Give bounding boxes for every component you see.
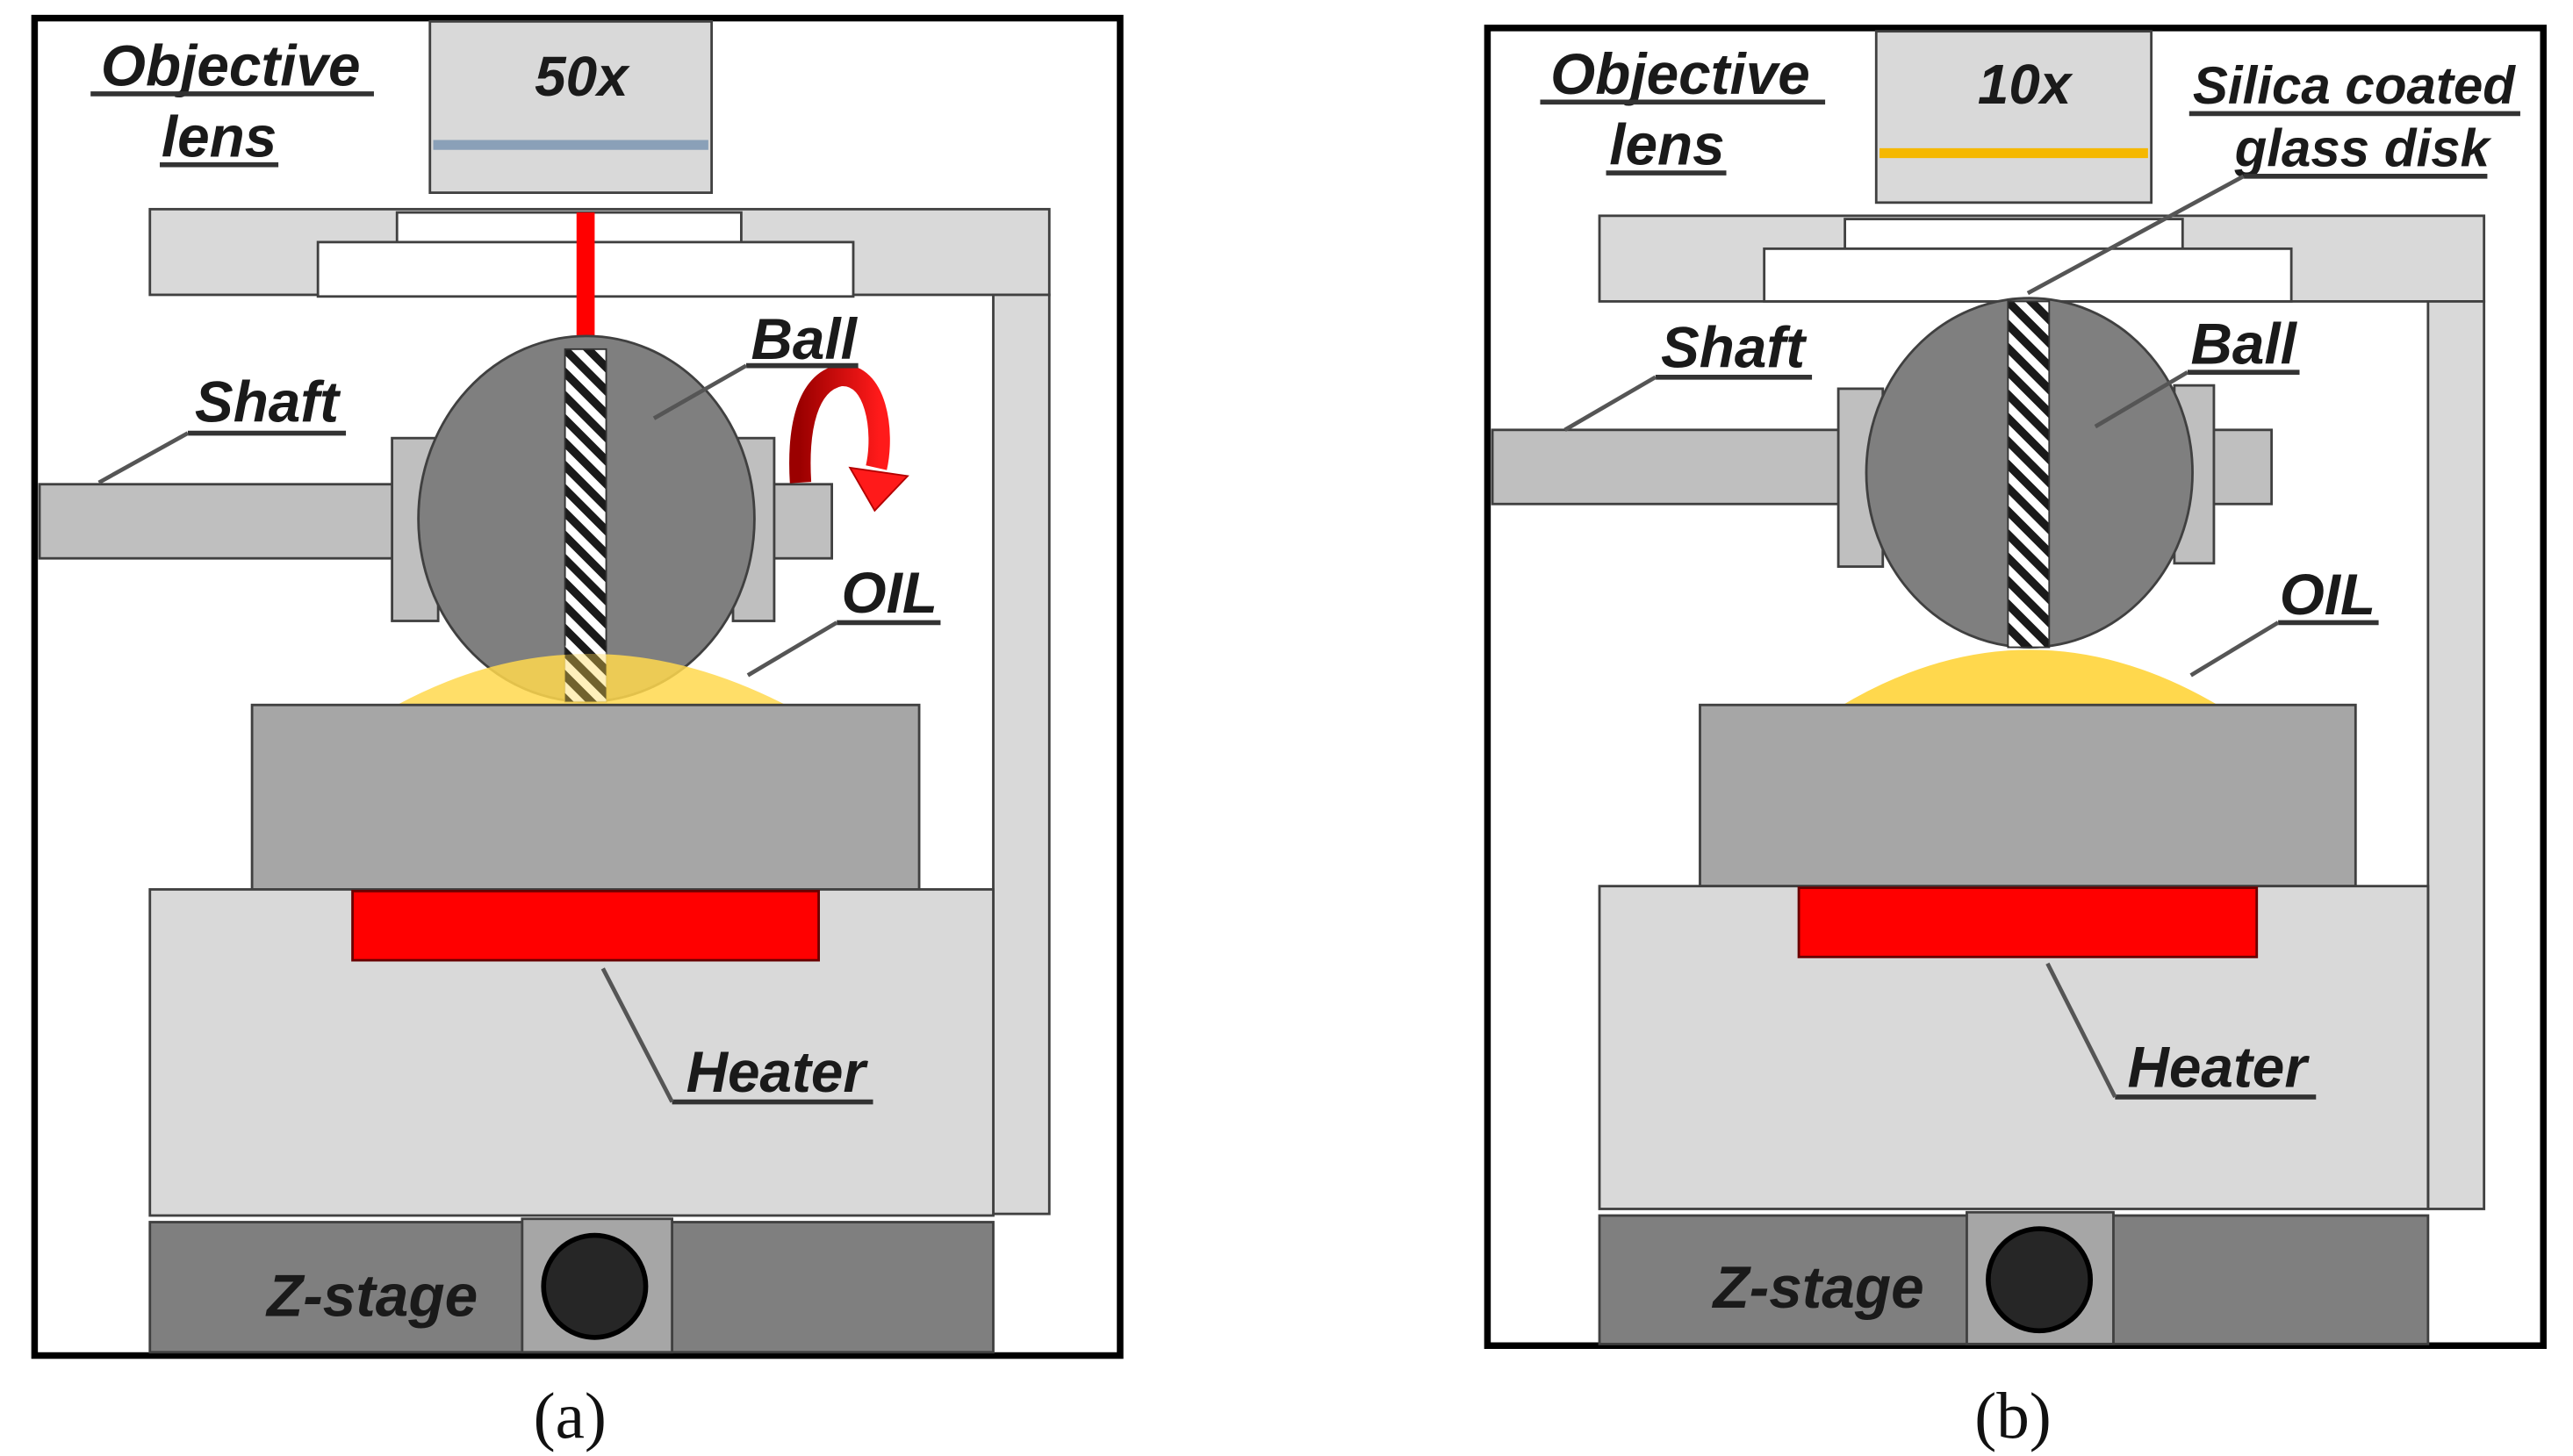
oil-leader bbox=[2189, 620, 2280, 678]
oil-label: OIL bbox=[2280, 563, 2375, 627]
panel-a-caption: (a) bbox=[534, 1380, 607, 1452]
disk-label-line2: glass disk bbox=[2234, 119, 2492, 178]
disk-holder bbox=[395, 211, 743, 247]
panel-b-caption: (b) bbox=[1974, 1380, 2052, 1452]
heater-label: Heater bbox=[2128, 1036, 2311, 1100]
ball-hatched-band bbox=[564, 348, 607, 703]
ball-label: Ball bbox=[751, 307, 858, 371]
panel-b: 10x Objective lens Silica coated gl bbox=[1484, 25, 2547, 1452]
rotation-arrow bbox=[789, 364, 909, 513]
silica-coated-glass-disk bbox=[1763, 247, 2293, 303]
shaft-leader bbox=[1563, 375, 1657, 432]
oil-leader bbox=[746, 620, 838, 678]
oil-under-band bbox=[564, 645, 607, 702]
lens-magnification: 50x bbox=[535, 45, 630, 108]
oil-label: OIL bbox=[842, 561, 938, 625]
heater-element bbox=[1797, 886, 2259, 958]
heater-leader bbox=[600, 967, 674, 1103]
specimen-block bbox=[250, 703, 921, 891]
heater-leader bbox=[2045, 962, 2117, 1098]
ball-label: Ball bbox=[2191, 312, 2298, 377]
side-support bbox=[2426, 300, 2486, 1210]
objective-label-line2: lens bbox=[1609, 113, 1724, 177]
objective-lens-body bbox=[428, 19, 714, 194]
side-support bbox=[992, 293, 1051, 1216]
shaft-label: Shaft bbox=[1661, 315, 1808, 379]
specimen-block bbox=[1699, 703, 2357, 888]
ball-leader bbox=[2094, 370, 2189, 429]
oil-meniscus bbox=[1839, 649, 2221, 707]
ball-hatched-band bbox=[2007, 300, 2051, 649]
z-stage-knob bbox=[1986, 1226, 2094, 1334]
objective-label-line1: Objective bbox=[101, 34, 361, 98]
ball-leader bbox=[652, 363, 748, 420]
disk-holder bbox=[1844, 218, 2184, 250]
shaft-leader bbox=[97, 431, 190, 484]
laser-beam bbox=[576, 212, 595, 353]
objective-label-line1: Objective bbox=[1550, 42, 1810, 106]
disk-label-line1: Silica coated bbox=[2193, 56, 2516, 115]
shaft-label: Shaft bbox=[195, 369, 341, 434]
disk-leader bbox=[2026, 174, 2245, 296]
heater-element bbox=[351, 889, 820, 962]
panel-a: 50x Objective bbox=[31, 14, 1124, 1452]
heater-label: Heater bbox=[686, 1040, 869, 1104]
objective-label-line2: lens bbox=[162, 104, 277, 169]
lens-magnification: 10x bbox=[1978, 53, 2073, 116]
shaft bbox=[38, 483, 399, 560]
objective-lens-body bbox=[1874, 30, 2153, 204]
shaft bbox=[1491, 428, 1842, 506]
z-stage-knob bbox=[541, 1232, 649, 1340]
shaft-right-stub bbox=[769, 483, 834, 560]
zstage-label: Z-stage bbox=[265, 1263, 478, 1329]
shaft-right-stub bbox=[2210, 428, 2274, 506]
zstage-label: Z-stage bbox=[1711, 1255, 1923, 1321]
